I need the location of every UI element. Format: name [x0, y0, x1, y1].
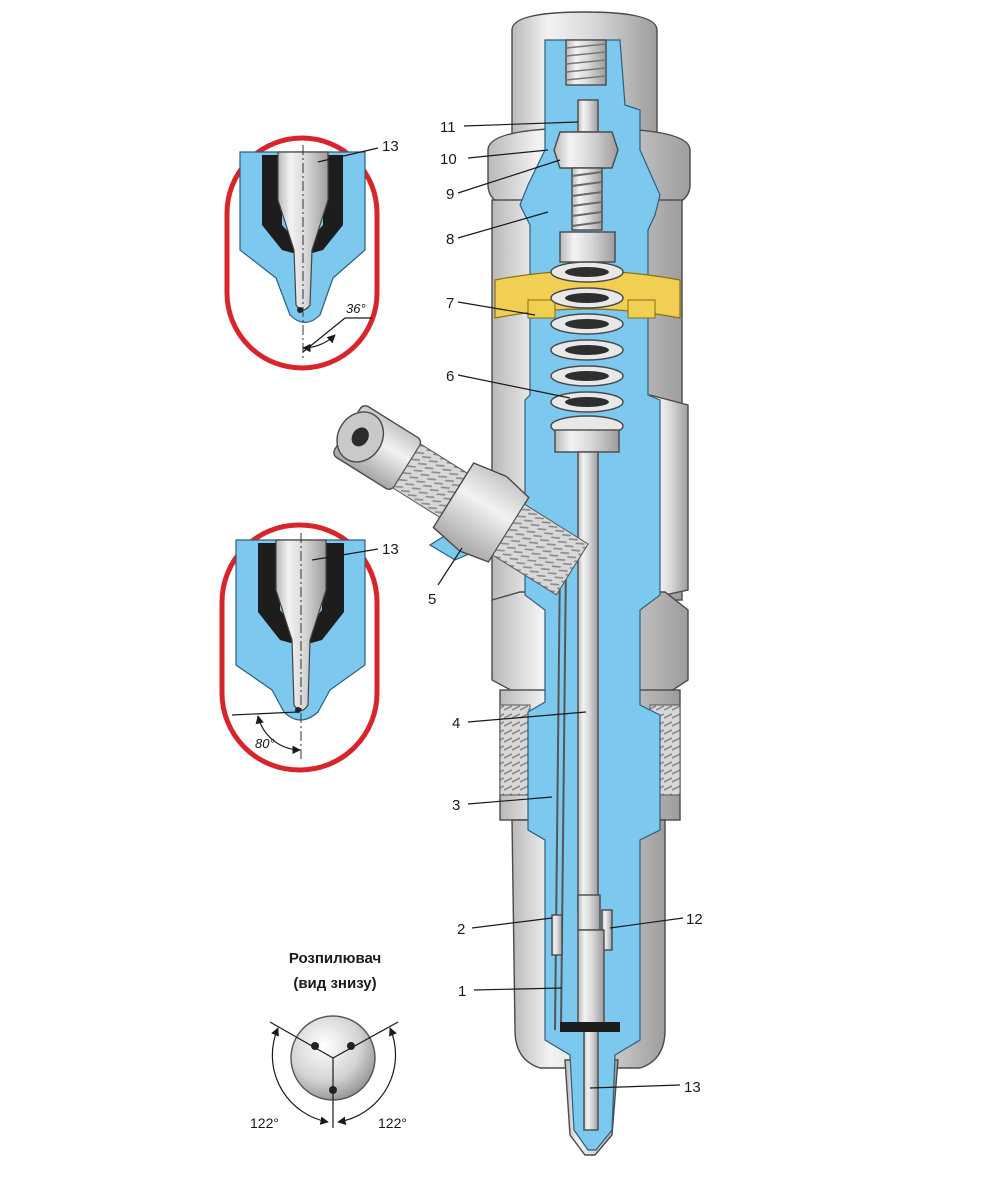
caption-line1: Розпилювач: [289, 950, 381, 967]
part-label: 13: [382, 138, 399, 155]
angle-label-left: 122°: [250, 1115, 279, 1131]
angle-label: 36°: [346, 301, 366, 316]
part-label: 13: [382, 541, 399, 558]
injector-body: [333, 11, 691, 1156]
part-callouts: 11 10 9 8 7 6 5 4 3 2 1 12 13: [428, 119, 703, 1096]
part-label: 5: [428, 591, 436, 608]
part-label: 12: [686, 911, 703, 928]
part-label: 2: [457, 921, 465, 938]
part-label: 11: [440, 119, 456, 136]
part-label: 1: [458, 983, 466, 1000]
inset-nozzle-80: 80° 13: [219, 522, 399, 773]
part-label: 4: [452, 715, 460, 732]
fuel-inlet-fitting: [333, 405, 589, 596]
part-label: 3: [452, 797, 460, 814]
part-label: 8: [446, 231, 454, 248]
part-label: 13: [684, 1079, 701, 1096]
angle-label-right: 122°: [378, 1115, 407, 1131]
part-label: 7: [446, 295, 454, 312]
caption-line2: (вид знизу): [293, 975, 376, 992]
inset-nozzle-36: 36° 13: [224, 135, 399, 371]
angle-label: 80°: [255, 736, 275, 751]
spray-tip-bottom-view: Розпилювач (вид знизу) 122° 122°: [250, 950, 407, 1131]
part-label: 10: [440, 151, 457, 168]
part-label: 6: [446, 368, 454, 385]
part-label: 9: [446, 186, 454, 203]
